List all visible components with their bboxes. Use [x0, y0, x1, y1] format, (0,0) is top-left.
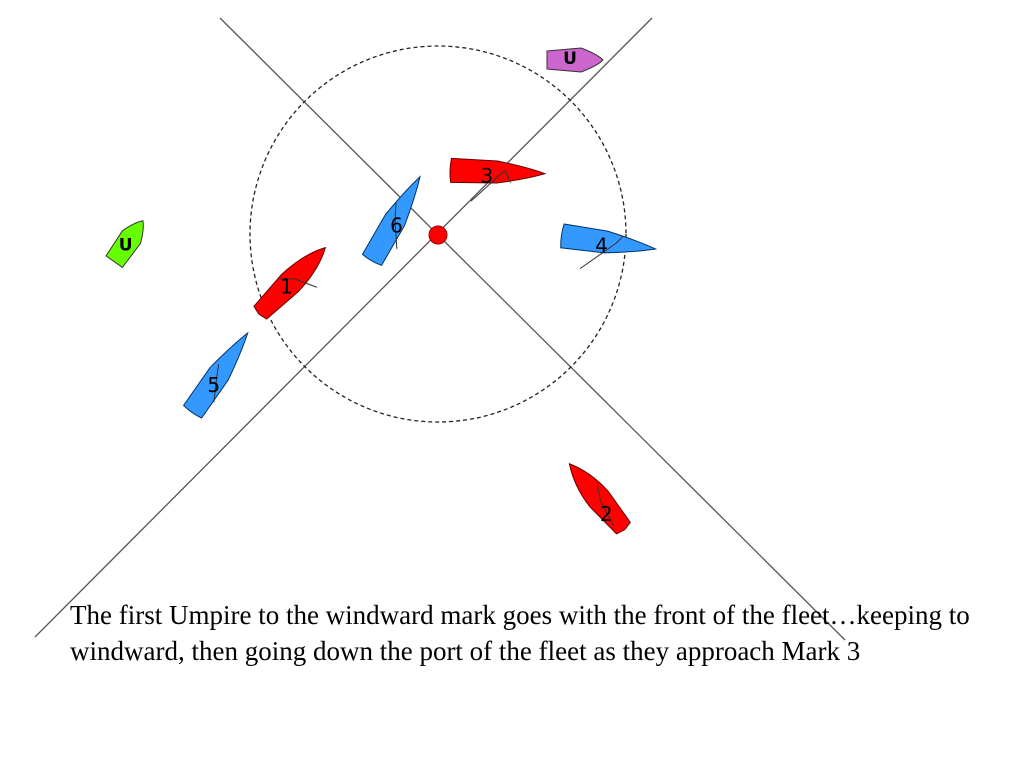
- boat-label: 1: [280, 275, 293, 299]
- boat-label: 6: [390, 213, 403, 237]
- mark-buoy-icon: [428, 225, 448, 245]
- sail-icon: [213, 377, 218, 403]
- boat-label: 3: [480, 163, 494, 187]
- layline-starboard: [34, 17, 653, 638]
- sail-icon: [470, 169, 506, 202]
- sail-icon: [280, 278, 295, 280]
- sail-icon: [394, 219, 398, 249]
- boat-2: 2: [568, 462, 631, 535]
- hull-icon: [253, 246, 327, 320]
- hull-icon: [361, 175, 421, 266]
- sail-icon: [394, 202, 397, 221]
- boat-label: 4: [595, 233, 608, 257]
- diagram-caption: The first Umpire to the windward mark go…: [70, 600, 970, 666]
- sail-icon: [579, 242, 617, 270]
- hull-icon: [560, 223, 658, 254]
- sail-icon: [596, 484, 601, 501]
- layline-port: [219, 17, 846, 641]
- hull-icon: [182, 331, 249, 419]
- umpire-label: U: [119, 235, 133, 255]
- sail-icon: [216, 363, 220, 378]
- zone-circle: [249, 45, 627, 423]
- umpire-hull-icon: [546, 47, 604, 73]
- boat-1: 1: [253, 246, 327, 320]
- sail-icon: [599, 500, 615, 527]
- boat-3: 3: [449, 157, 547, 202]
- umpire-label: U: [563, 49, 577, 69]
- boat-6: 6: [361, 175, 421, 266]
- boat-5: 5: [182, 331, 249, 419]
- boat-label: 5: [207, 373, 220, 397]
- sail-icon: [615, 235, 624, 244]
- umpire-hull-icon: [105, 220, 144, 269]
- umpire-boat: U: [546, 47, 604, 73]
- sail-icon: [504, 170, 512, 183]
- sail-icon: [294, 278, 318, 288]
- hull-icon: [449, 157, 547, 184]
- boat-label: 2: [600, 502, 613, 526]
- boat-4: 4: [560, 223, 658, 270]
- umpire-boat: U: [105, 220, 144, 269]
- hull-icon: [568, 462, 631, 535]
